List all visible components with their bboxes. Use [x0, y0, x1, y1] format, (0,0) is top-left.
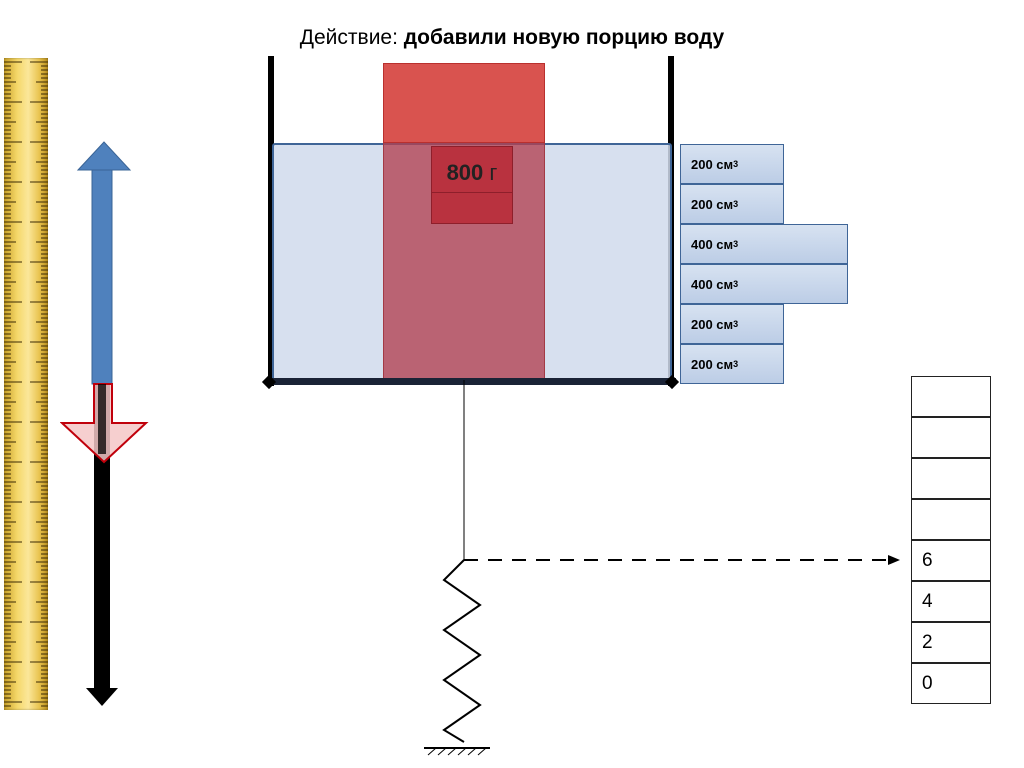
body-above-water	[383, 63, 545, 143]
scale-cell: 4	[911, 581, 991, 622]
spring-assembly	[424, 380, 900, 756]
title-prefix: Действие:	[299, 26, 398, 49]
vessel-bottom	[268, 378, 676, 385]
pointer-arrow-head	[888, 555, 900, 565]
ruler-ticks	[4, 61, 48, 707]
spring-icon	[442, 559, 482, 743]
ground-hatch	[427, 747, 487, 756]
weight-value: 800	[446, 160, 484, 185]
gravity-arrow-head	[86, 688, 118, 706]
scale-cell	[911, 458, 991, 499]
up-arrow-icon	[76, 141, 132, 385]
scale-cell: 0	[911, 663, 991, 704]
force-arrows	[60, 141, 149, 706]
ruler-icon	[4, 58, 48, 710]
weight-label: 800 г	[431, 160, 513, 186]
weight-divider	[431, 192, 513, 193]
scale-cell: 6	[911, 540, 991, 581]
title-action: добавили новую порцию воду	[403, 26, 725, 49]
vessel-left-wall	[268, 56, 274, 386]
weight-block	[431, 146, 513, 224]
action-title: Действие: добавили новую порцию воду	[0, 26, 1024, 50]
weight-unit: г	[489, 160, 498, 185]
scale-cell	[911, 376, 991, 417]
scale-cell	[911, 417, 991, 458]
scale-cell	[911, 499, 991, 540]
scale-cell: 2	[911, 622, 991, 663]
